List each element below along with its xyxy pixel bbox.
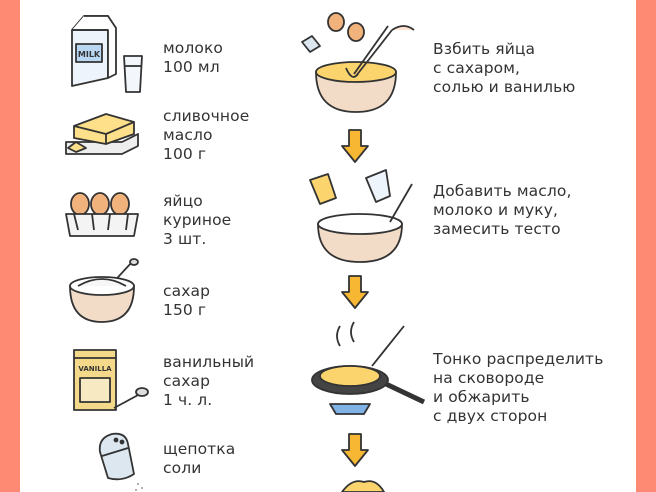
recipe-card: MILK молоко 100 мл сливочное масло 100 г… [20,0,636,492]
arrow-down-icon [341,129,369,163]
sugar-bowl-icon [69,258,139,323]
arrow-down-icon [341,275,369,309]
mixing-bowl-icon [309,169,413,263]
frying-pan-icon [311,321,426,415]
ingredient-vanilla-text: ванильный сахар 1 ч. л. [163,353,255,409]
ingredient-eggs-text: яйцо куриное 3 шт. [163,192,232,248]
butter-icon [65,113,139,155]
ingredient-salt-text: щепотка соли [163,440,236,477]
ingredient-milk-text: молоко 100 мл [163,39,224,76]
vanilla-sugar-pack-icon: VANILLA [73,349,149,411]
milk-carton-glass-icon: MILK [71,15,143,93]
salt-shaker-icon [98,432,143,491]
ingredient-butter-text: сливочное масло 100 г [163,107,250,163]
pancake-stack-icon [340,480,386,492]
vanilla-label: VANILLA [78,365,112,373]
step-2-text: Добавить масло, молоко и муку, замесить … [433,182,572,238]
ingredient-sugar-text: сахар 150 г [163,282,211,319]
whisk-bowl-icon [301,12,415,113]
eggs-tray-icon [65,192,139,237]
milk-label: MILK [78,50,101,59]
step-1-text: Взбить яйца с сахаром, солью и ванилью [433,40,576,96]
arrow-down-icon [341,433,369,467]
step-3-text: Тонко распределить на сковороде и обжари… [433,350,604,425]
